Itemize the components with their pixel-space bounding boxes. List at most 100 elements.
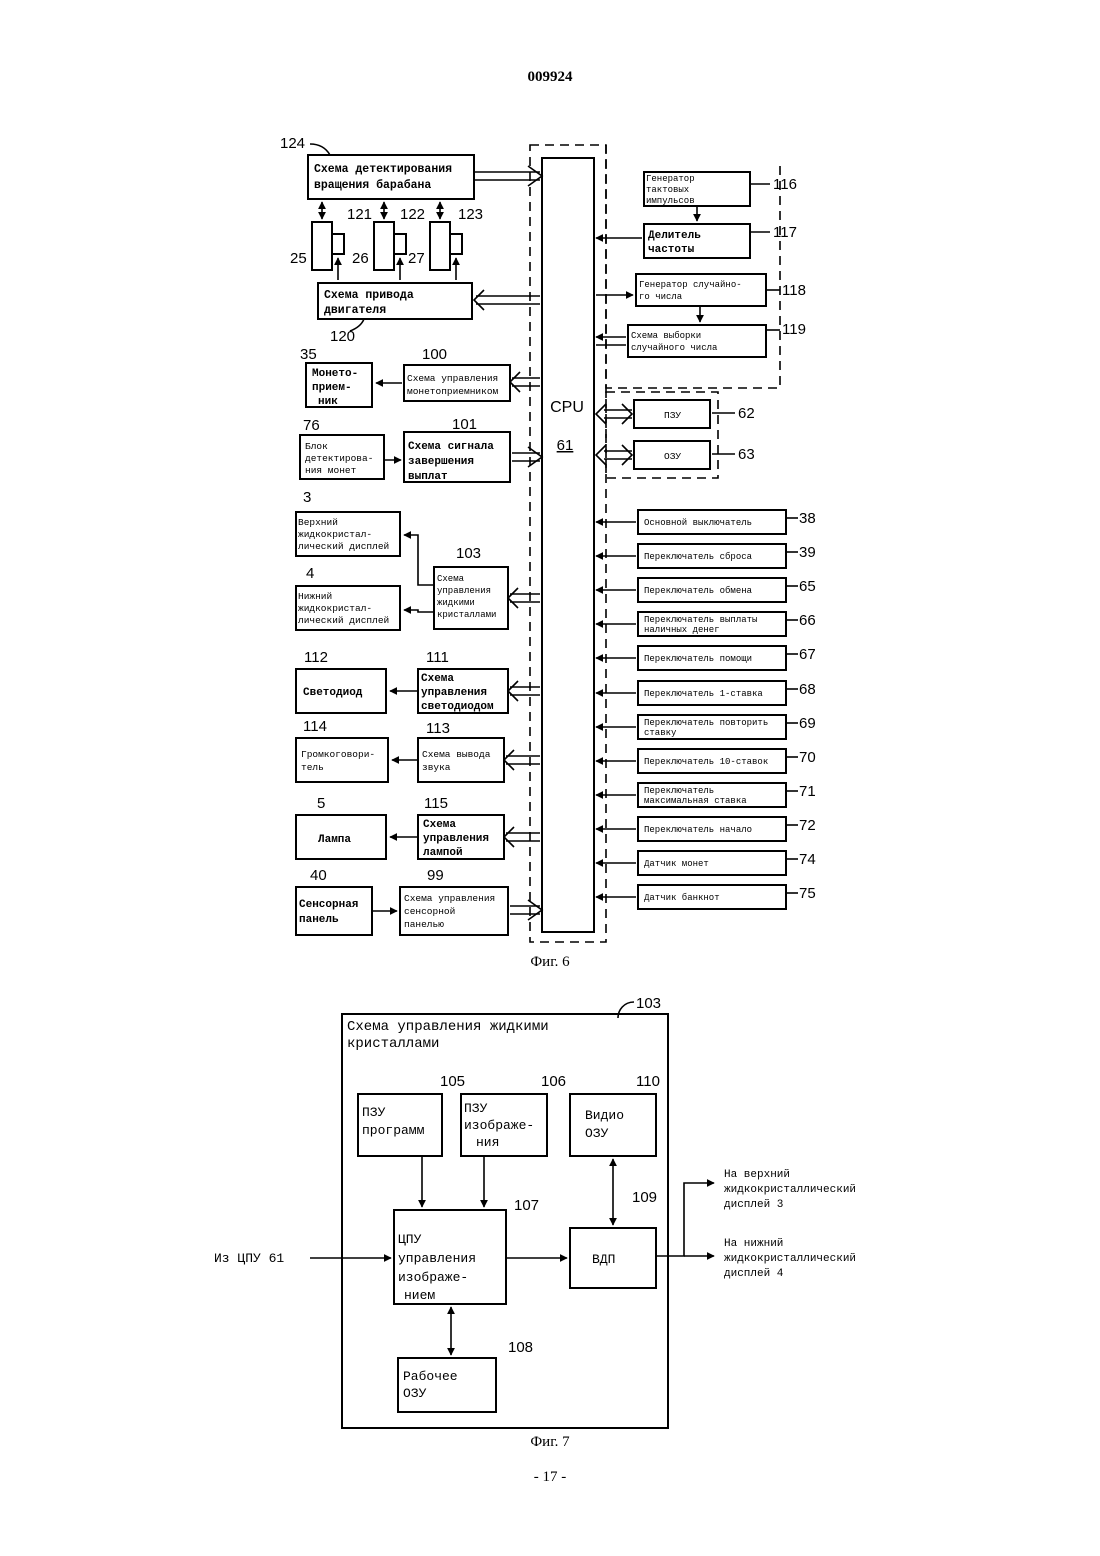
reel-block — [312, 222, 332, 270]
sound-out-block — [418, 738, 504, 782]
video-ram-block — [570, 1094, 656, 1156]
ref-124: 124 — [280, 135, 305, 152]
switch-ref: 70 — [799, 749, 816, 766]
fig6-caption: Фиг. 6 — [530, 954, 570, 970]
work-ram-block — [398, 1358, 496, 1412]
reel-block — [374, 222, 394, 270]
reel-sensor — [394, 234, 406, 254]
ref-3: 3 — [303, 489, 311, 506]
ref-119: 119 — [782, 321, 806, 338]
ref-114: 114 — [303, 718, 327, 735]
drum-detect-block — [308, 155, 474, 199]
sensor-ref: 121 — [347, 206, 372, 223]
ref-109: 109 — [632, 1189, 657, 1206]
switch-label: Датчик монет — [644, 859, 709, 869]
ref-110: 110 — [636, 1073, 660, 1090]
lamp-label: Лампа — [318, 834, 351, 846]
switch-ref: 69 — [799, 715, 816, 732]
switch-label: Переключатель помощи — [644, 654, 752, 664]
switch-ref: 65 — [799, 578, 816, 595]
ref-106: 106 — [541, 1073, 566, 1090]
figure-6: CPU 61 Схема детектирования вращения бар… — [280, 135, 816, 970]
ref-112: 112 — [304, 649, 328, 666]
switch-item: Переключатель начало 72 — [596, 817, 816, 841]
switch-label: Основной выключатель — [644, 518, 752, 528]
ref-108: 108 — [508, 1339, 533, 1356]
switch-item: Переключатель 1-ставка 68 — [596, 681, 816, 705]
sensor-ref: 122 — [400, 206, 425, 223]
rom-label: ПЗУ — [664, 410, 681, 421]
ref-63: 63 — [738, 446, 755, 463]
reel-ref: 25 — [290, 250, 307, 267]
touch-panel-block — [296, 887, 372, 935]
reel-ref: 27 — [408, 250, 425, 267]
ref-118: 118 — [782, 282, 806, 299]
switch-item: Переключатель сброса39 — [596, 544, 816, 568]
ref-111: 111 — [426, 649, 449, 666]
memory-bus-lines — [596, 404, 632, 465]
fig7-input-label: Из ЦПУ 61 — [214, 1251, 284, 1266]
switch-ref: 72 — [799, 817, 816, 834]
led-label: Светодиод — [303, 687, 363, 699]
page-number: - 17 - — [534, 1469, 567, 1485]
ref-116: 116 — [773, 176, 797, 193]
doc-number: 009924 — [528, 69, 574, 85]
speaker-block — [296, 738, 388, 782]
switch-item: Основной выключатель 38 — [596, 510, 816, 534]
cpu-label: CPU — [550, 399, 584, 416]
ref-5: 5 — [317, 795, 325, 812]
ref-100: 100 — [422, 346, 447, 363]
switch-label: Переключатель 1-ставка — [644, 689, 763, 699]
switch-label: Переключатель 10-ставок — [644, 757, 768, 767]
ref-105: 105 — [440, 1073, 465, 1090]
switch-item: Переключатель помощи 67 — [596, 646, 816, 670]
switch-item: Переключатель выплатыналичных денег66 — [596, 612, 816, 636]
ref-115: 115 — [424, 795, 448, 812]
vdp-label: ВДП — [592, 1252, 615, 1267]
switch-group: Основной выключатель 38Переключатель сбро… — [596, 510, 816, 909]
switch-item: Датчик банкнот 75 — [596, 885, 816, 909]
switch-ref: 67 — [799, 646, 816, 663]
reel-25: 25 121 — [290, 202, 372, 280]
switch-ref: 66 — [799, 612, 816, 629]
sensor-ref: 123 — [458, 206, 483, 223]
ref-103-fig7: 103 — [636, 995, 661, 1012]
ref-107: 107 — [514, 1197, 539, 1214]
ref-4: 4 — [306, 565, 314, 582]
ref-35: 35 — [300, 346, 317, 363]
ref-76: 76 — [303, 417, 320, 434]
ref-62: 62 — [738, 405, 755, 422]
reel-block — [430, 222, 450, 270]
figure-7: Схема управления жидкими кристаллами 103… — [214, 995, 863, 1450]
ref-99: 99 — [427, 867, 444, 884]
switch-ref: 68 — [799, 681, 816, 698]
ref-103: 103 — [456, 545, 481, 562]
switch-item: Переключатель обмена65 — [596, 578, 816, 602]
ref-40: 40 — [310, 867, 327, 884]
switch-ref: 74 — [799, 851, 816, 868]
switch-label: Переключатель сброса — [644, 552, 753, 562]
switch-item: Датчик монет 74 — [596, 851, 816, 875]
reel-ref: 26 — [352, 250, 369, 267]
reel-sensor — [332, 234, 344, 254]
switch-label: Датчик банкнот — [644, 893, 720, 903]
switch-ref: 75 — [799, 885, 816, 902]
ram-label: ОЗУ — [664, 451, 681, 462]
switch-item: Переключатель 10-ставок 70 — [596, 749, 816, 773]
reel-sensor — [450, 234, 462, 254]
switch-label: Переключатель начало — [644, 825, 752, 835]
switch-item: Переключатель повторитьставку69 — [596, 715, 816, 739]
fig7-out-upper-label: На верхний жидкокристаллический дисплей … — [724, 1169, 863, 1211]
ref-101: 101 — [452, 416, 477, 433]
cpu-block — [542, 158, 594, 932]
fig7-caption: Фиг. 7 — [530, 1434, 570, 1450]
clock-gen-label: Генератор тактовых импульсов — [646, 174, 700, 206]
switch-ref: 38 — [799, 510, 816, 527]
ref-113: 113 — [426, 720, 450, 737]
ref-117: 117 — [773, 224, 797, 241]
switch-ref: 71 — [799, 783, 816, 800]
switch-item: Переключательмаксимальная ставка71 — [596, 783, 816, 807]
fig7-out-lower-label: На нижний жидкокристаллический дисплей 4 — [724, 1238, 863, 1280]
